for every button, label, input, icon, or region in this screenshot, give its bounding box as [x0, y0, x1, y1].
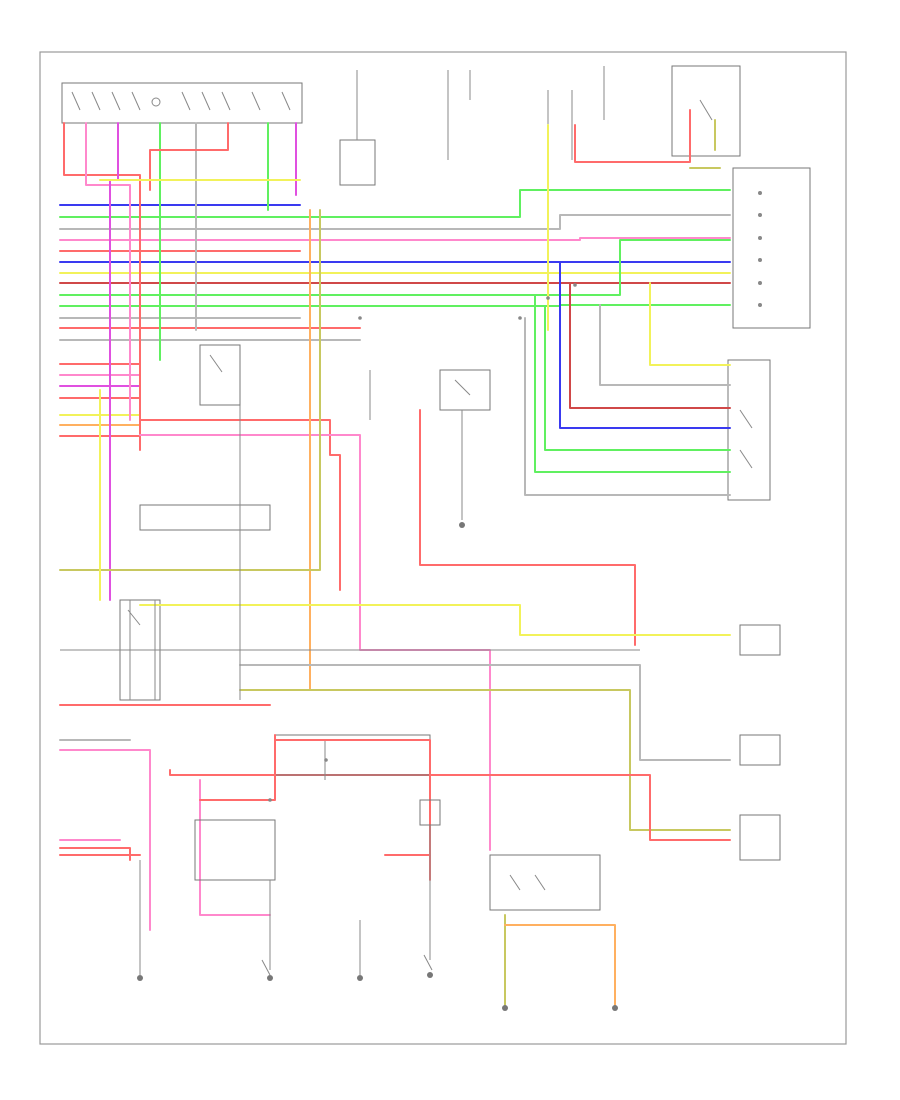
top-center-components [339, 70, 573, 186]
mid-left-relays [59, 504, 640, 931]
right-connector-block [732, 167, 811, 329]
center-relay [369, 369, 491, 528]
vertical-wire-drops [63, 122, 301, 601]
top-right-relay [603, 65, 741, 157]
left-side-wires [59, 344, 241, 856]
diagram-border [39, 51, 847, 1045]
bottom-switch-block [384, 799, 601, 971]
mid-horizontal-wires [59, 604, 731, 861]
right-middle-switch [727, 359, 771, 501]
top-right-wires [547, 109, 721, 331]
connector-dots [268, 283, 577, 802]
right-lower-sensors [739, 624, 781, 861]
top-left-relay-box [61, 82, 303, 124]
right-middle-wires [524, 261, 731, 496]
bottom-door-wires [137, 860, 618, 1011]
